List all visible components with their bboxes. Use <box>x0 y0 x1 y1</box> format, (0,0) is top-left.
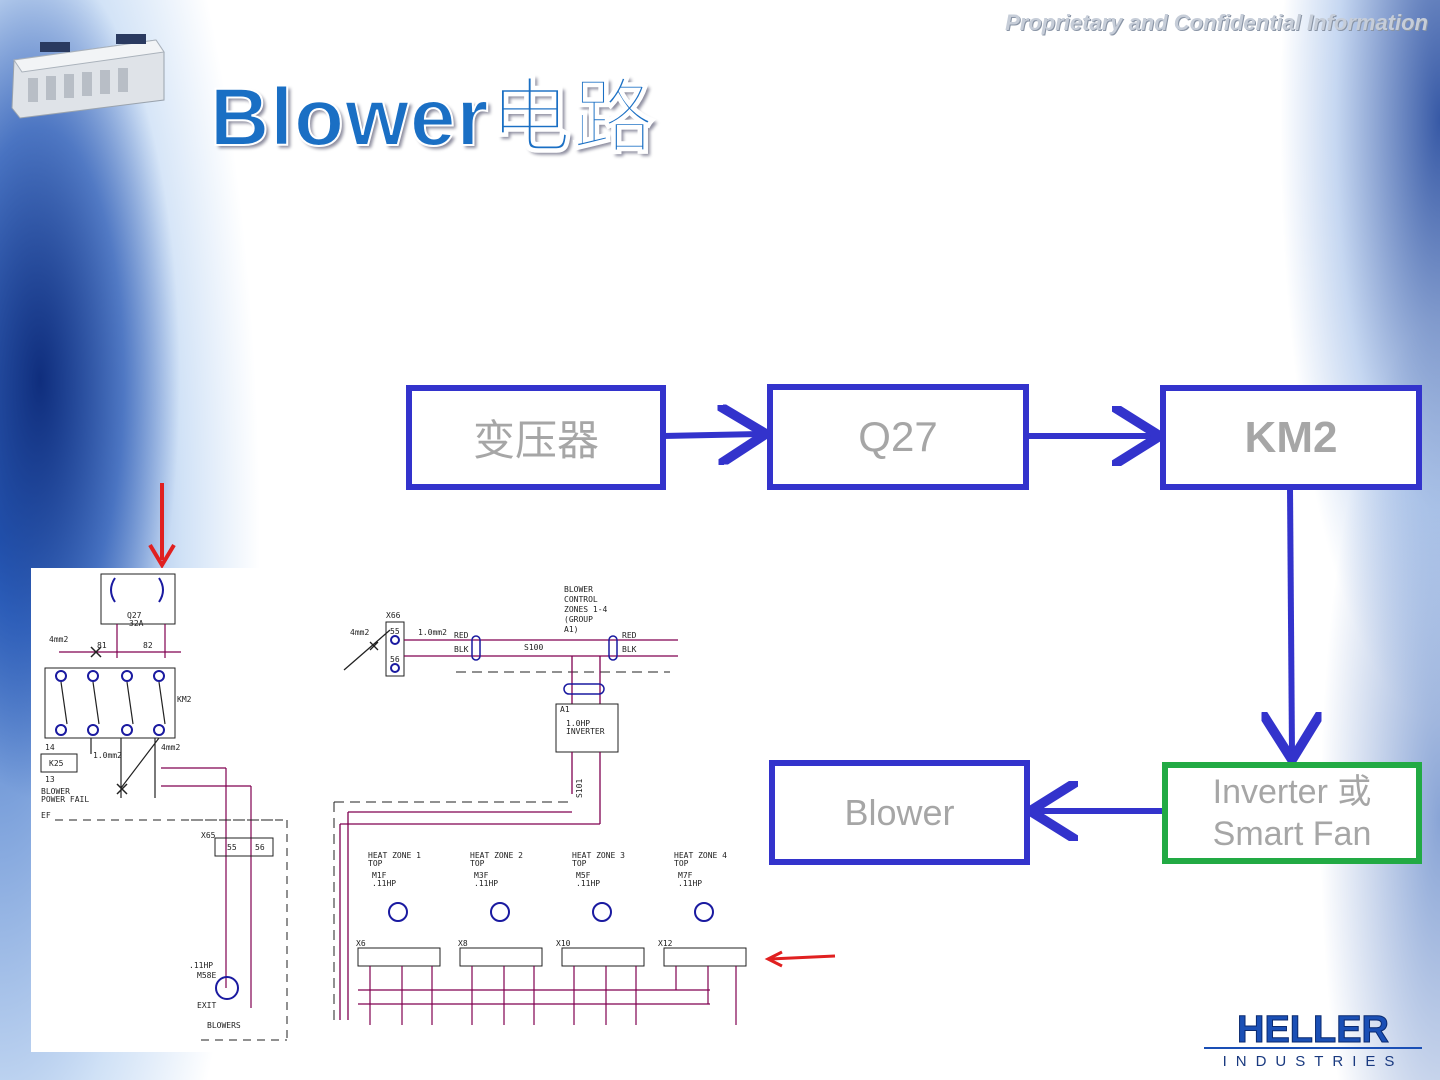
background-right-gradient <box>1060 0 1440 1080</box>
label-ctrl-4: (GROUP <box>564 615 593 624</box>
label-s101: S101 <box>575 779 584 798</box>
zone-3-x: X10 <box>556 939 571 948</box>
zone-1-hp: .11HP <box>372 879 396 888</box>
label-q27: Q27 <box>127 611 142 620</box>
label-blk-1: BLK <box>454 645 469 654</box>
zone-1: HEAT ZONE 1 TOP M1F .11HP X6 <box>356 851 441 967</box>
zone-2-label: HEAT ZONE 2 <box>470 851 523 860</box>
zone-4-motor: M7F <box>678 871 693 880</box>
zone-3-hp: .11HP <box>576 879 600 888</box>
logo-sub: INDUSTRIES <box>1223 1053 1404 1070</box>
label-inverter-1: 1.0HP <box>566 719 590 728</box>
label-x66: X66 <box>386 611 401 620</box>
zone-2-hp: .11HP <box>474 879 498 888</box>
label-x66-56: 56 <box>390 655 400 664</box>
zone-4-label: HEAT ZONE 4 <box>674 851 727 860</box>
label-q27-rating: 32A <box>129 619 144 628</box>
label-x65: X65 <box>201 831 216 840</box>
logo-brand: HELLER <box>1237 1009 1389 1051</box>
label-n81: 81 <box>97 641 107 650</box>
label-n14: 14 <box>45 743 55 752</box>
label-wire-4mm: 4mm2 <box>49 635 68 644</box>
label-motor-hp: .11HP <box>189 961 213 970</box>
label-motor-id: M58E <box>197 971 216 980</box>
label-blk-2: BLK <box>622 645 637 654</box>
node-km2: KM2 <box>1160 385 1422 490</box>
label-wire-1mm: 1.0mm2 <box>418 628 447 637</box>
zone-4-top: TOP <box>674 859 689 868</box>
label-ctrl-5: A1) <box>564 625 578 634</box>
label-s100: S100 <box>524 643 543 652</box>
zone-1-top: TOP <box>368 859 383 868</box>
zone-1-label: HEAT ZONE 1 <box>368 851 421 860</box>
node-q27-label: Q27 <box>858 413 938 460</box>
label-km2: KM2 <box>177 695 192 704</box>
label-ctrl-3: ZONES 1-4 <box>564 605 608 614</box>
node-km2-label: KM2 <box>1244 412 1338 462</box>
zone-3-motor: M5F <box>576 871 591 880</box>
node-inverter-label-2: Smart Fan <box>1212 815 1372 853</box>
label-wire-1mm: 1.0mm2 <box>93 751 122 760</box>
node-transformer-label: 变压器 <box>472 417 599 464</box>
zone-4: HEAT ZONE 4 TOP M7F .11HP X12 <box>658 851 747 967</box>
node-inverter-label-1: Inverter 或 <box>1212 773 1372 811</box>
label-ef: EF <box>41 811 51 820</box>
label-inverter-2: INVERTER <box>566 727 605 736</box>
label-red-1: RED <box>454 631 469 640</box>
label-ctrl-1: BLOWER <box>564 585 593 594</box>
label-n13: 13 <box>45 775 55 784</box>
zone-3-label: HEAT ZONE 3 <box>572 851 625 860</box>
label-ctrl-2: CONTROL <box>564 595 598 604</box>
label-n82: 82 <box>143 641 153 650</box>
label-blowers: BLOWERS <box>207 1021 241 1030</box>
heller-logo: HELLER INDUSTRIES <box>1204 1009 1422 1070</box>
callout-arrow-left-head <box>764 950 783 968</box>
zone-1-motor: M1F <box>372 871 387 880</box>
zone-1-x: X6 <box>356 939 366 948</box>
label-a1: A1 <box>560 705 570 714</box>
label-blower-power-fail-2: POWER FAIL <box>41 795 89 804</box>
reflow-oven-image <box>11 34 165 119</box>
node-blower: Blower <box>769 760 1030 865</box>
zone-2: HEAT ZONE 2 TOP M3F .11HP X8 <box>458 851 543 967</box>
zone-2-top: TOP <box>470 859 485 868</box>
zone-3: HEAT ZONE 3 TOP M5F .11HP X10 <box>556 851 645 967</box>
page-title: Blower电路 <box>209 71 656 164</box>
callout-arrow-left <box>769 954 836 961</box>
node-transformer: 变压器 <box>406 385 666 490</box>
node-q27: Q27 <box>767 384 1029 490</box>
label-k25: K25 <box>49 759 64 768</box>
zone-2-x: X8 <box>458 939 468 948</box>
schematic-right: X66 55 56 4mm2 1.0mm2 BLOWER CONTROL ZON… <box>333 585 747 1025</box>
label-x65-56: 56 <box>255 843 265 852</box>
schematic-left: Q27 32A 4mm2 81 82 KM2 1.0mm2 4mm2 14 K2… <box>31 568 295 1052</box>
label-wire-4mm: 4mm2 <box>350 628 369 637</box>
label-wire-4mm-2: 4mm2 <box>161 743 180 752</box>
zone-4-hp: .11HP <box>678 879 702 888</box>
confidential-notice: Proprietary and Confidential Information <box>1005 10 1428 35</box>
label-blower-power-fail-1: BLOWER <box>41 787 70 796</box>
zone-4-x: X12 <box>658 939 673 948</box>
node-inverter: Inverter 或 Smart Fan <box>1162 762 1422 864</box>
zone-2-motor: M3F <box>474 871 489 880</box>
label-x66-55: 55 <box>390 627 400 636</box>
node-blower-label: Blower <box>844 791 955 833</box>
label-exit: EXIT <box>197 1001 216 1010</box>
label-x65-55: 55 <box>227 843 237 852</box>
edge-transformer-to-q27 <box>662 434 760 436</box>
zone-3-top: TOP <box>572 859 587 868</box>
label-red-2: RED <box>622 631 637 640</box>
